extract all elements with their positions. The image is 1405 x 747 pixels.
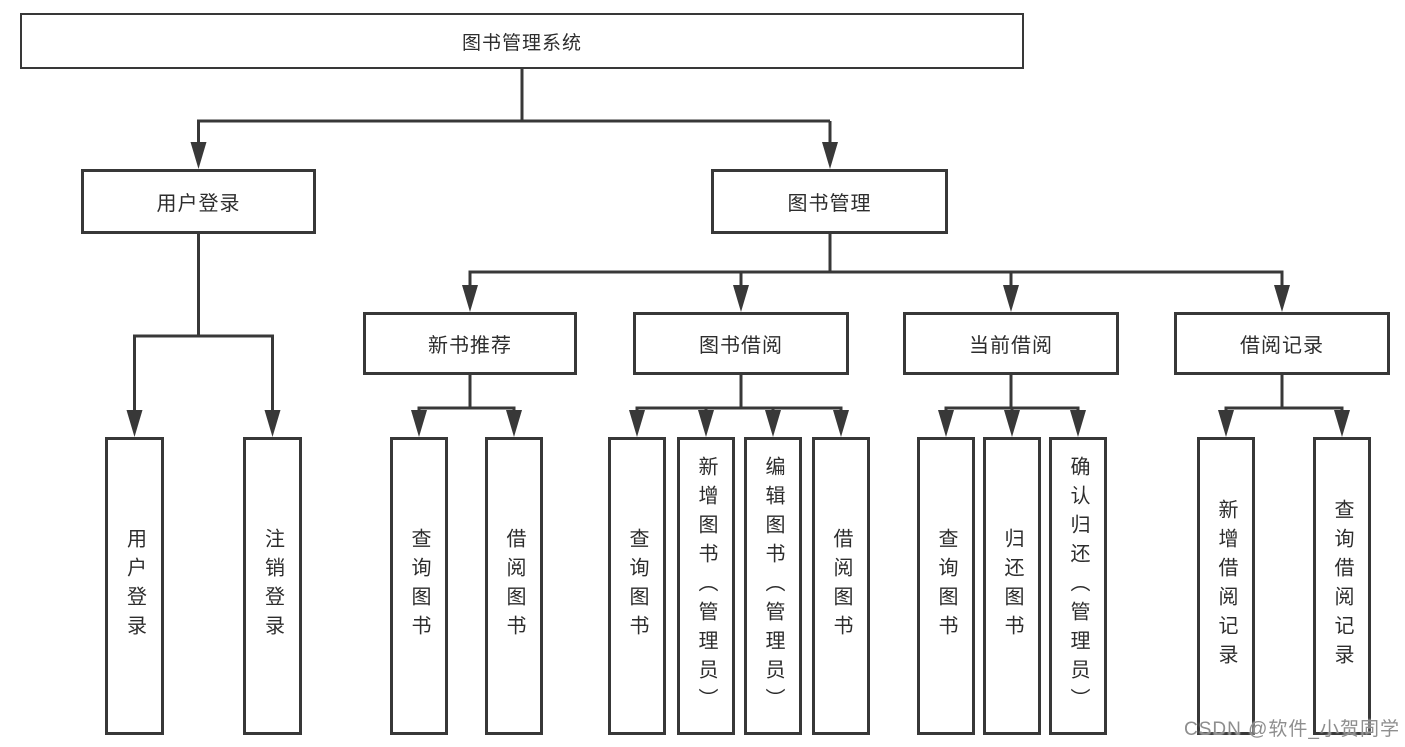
node-user-login: 用户登录 — [81, 169, 316, 234]
node-borrow-records: 借阅记录 — [1174, 312, 1390, 375]
leaf-query-books-recommend: 查询图书 — [390, 437, 448, 735]
leaf-label: 用户登录 — [123, 528, 146, 644]
node-book-borrow: 图书借阅 — [633, 312, 849, 375]
leaf-edit-book-admin: 编辑图书（管理员） — [744, 437, 802, 735]
node-current-borrow: 当前借阅 — [903, 312, 1119, 375]
leaf-add-book-admin: 新增图书（管理员） — [677, 437, 735, 735]
leaf-return-book: 归还图书 — [983, 437, 1041, 735]
leaf-user-login: 用户登录 — [105, 437, 164, 735]
leaf-borrow-books-recommend: 借阅图书 — [485, 437, 543, 735]
node-new-book-recommend: 新书推荐 — [363, 312, 577, 375]
node-label: 图书管理 — [787, 193, 872, 215]
node-label: 图书借阅 — [699, 335, 783, 357]
leaf-label: 查询图书 — [935, 528, 957, 644]
leaf-label: 确认归还（管理员） — [1067, 455, 1089, 717]
leaf-add-borrow-record: 新增借阅记录 — [1197, 437, 1255, 735]
node-label: 图书管理系统 — [461, 32, 582, 54]
leaf-label: 查询借阅记录 — [1331, 499, 1353, 673]
leaf-label: 新增图书（管理员） — [695, 455, 717, 717]
leaf-label: 新增借阅记录 — [1215, 499, 1237, 673]
leaf-label: 借阅图书 — [503, 528, 525, 644]
node-book-management: 图书管理 — [711, 169, 948, 234]
leaf-label: 编辑图书（管理员） — [762, 455, 784, 717]
leaf-borrow-books: 借阅图书 — [812, 437, 870, 735]
leaf-confirm-return-admin: 确认归还（管理员） — [1049, 437, 1107, 735]
leaf-label: 归还图书 — [1001, 528, 1023, 644]
leaf-label: 查询图书 — [408, 528, 430, 644]
node-label: 用户登录 — [156, 193, 241, 215]
csdn-watermark: CSDN @软件_小贺同学 — [1184, 719, 1400, 740]
node-label: 当前借阅 — [969, 335, 1053, 357]
leaf-query-books-current: 查询图书 — [917, 437, 975, 735]
node-system-root: 图书管理系统 — [20, 13, 1024, 69]
leaf-label: 借阅图书 — [830, 528, 852, 644]
node-label: 新书推荐 — [428, 335, 512, 357]
node-label: 借阅记录 — [1240, 335, 1324, 357]
leaf-query-books-borrow: 查询图书 — [608, 437, 666, 735]
leaf-label: 查询图书 — [626, 528, 648, 644]
leaf-logout: 注销登录 — [243, 437, 302, 735]
leaf-query-borrow-record: 查询借阅记录 — [1313, 437, 1371, 735]
leaf-label: 注销登录 — [261, 528, 284, 644]
